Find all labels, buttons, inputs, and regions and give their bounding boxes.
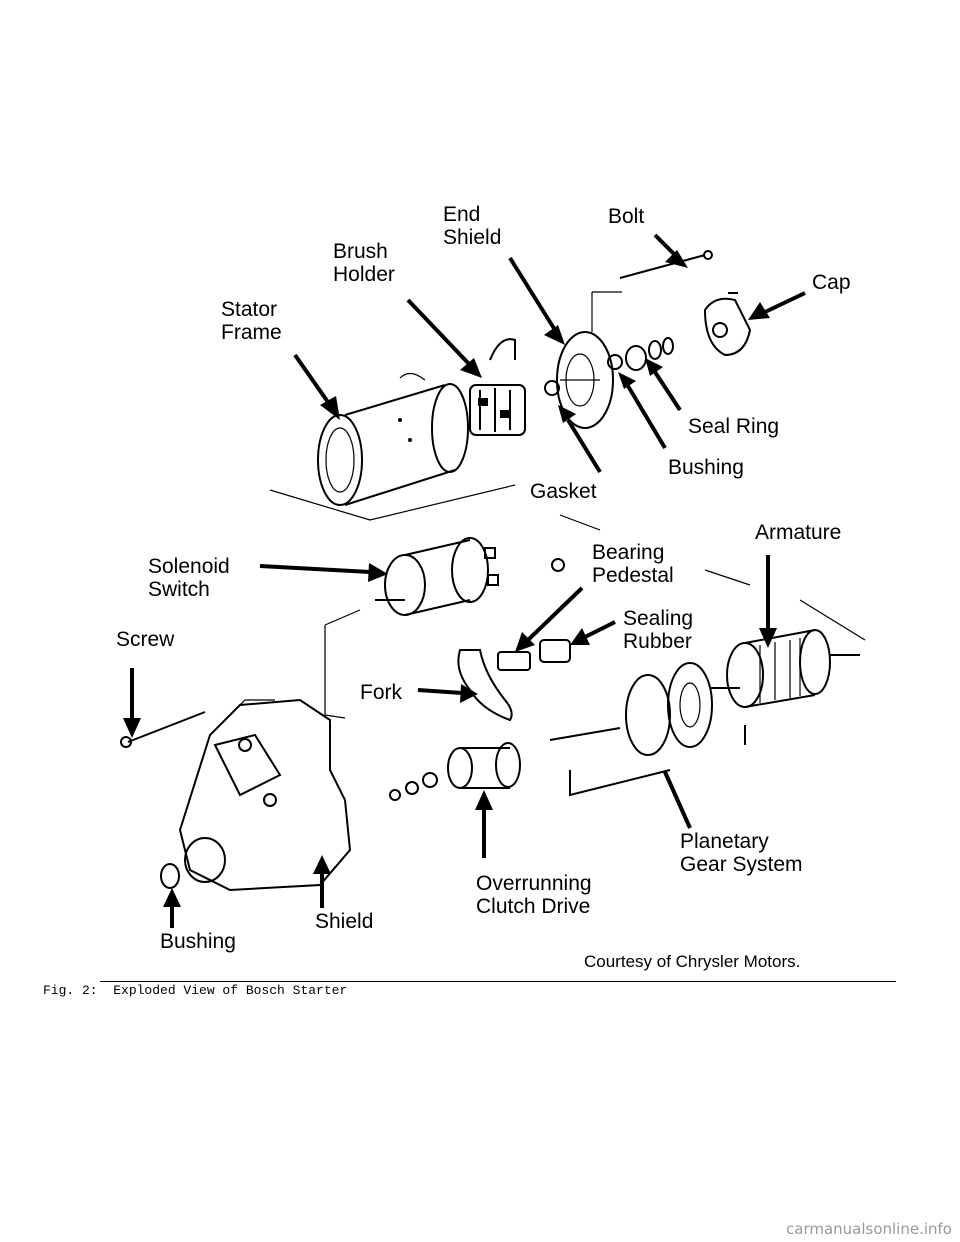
end-shield-part [544,331,614,429]
bushing-bottom-part [160,863,180,889]
bolt-part [591,250,713,332]
solenoid-switch-label: Solenoid Switch [148,555,230,601]
overrunning-clutch-drive-label: Overrunning Clutch Drive [476,872,592,918]
planetary-gear-system-label: Planetary Gear System [680,830,803,876]
seal-ring-bushing-part [607,337,674,371]
bearing-pedestal-part [497,558,565,671]
solenoid-switch-part [375,537,499,616]
armature-label: Armature [755,521,842,544]
upper-tray-line [269,484,516,521]
stator-frame-label: Stator Frame [221,298,282,344]
cap-label: Cap [812,271,851,294]
bushing-bottom-label: Bushing [160,930,236,953]
courtesy-credit: Courtesy of Chrysler Motors. [584,952,801,971]
fork-part [457,649,513,722]
planetary-gear-part [549,662,746,797]
middle-tray-line [559,514,866,641]
cap-part [703,292,752,357]
housing-part [178,698,352,892]
overrunning-clutch-part [389,742,521,801]
solenoid-guide-line [324,609,361,719]
bushing-top-label: Bushing [668,456,744,479]
caption-rule [100,981,896,982]
screw-part [120,711,206,748]
sealing-rubber-label: Sealing Rubber [623,607,694,653]
screw-label: Screw [116,628,175,651]
armature-part [710,629,860,708]
fork-label: Fork [360,681,402,704]
figure-caption: Fig. 2: Exploded View of Bosch Starter [43,983,348,998]
seal-ring-label: Seal Ring [688,415,780,438]
bearing-pedestal-label: Bearing Pedestal [592,541,674,587]
end-shield-label: End Shield [443,203,502,249]
brush-holder-label: Brush Holder [333,240,395,286]
shield-label: Shield [315,910,374,933]
watermark: carmanualsonline.info [786,1220,952,1238]
sealing-rubber-part [539,639,571,663]
brush-holder-part [469,338,526,436]
bolt-label: Bolt [608,205,645,228]
leader-arrows [123,233,806,928]
stator-frame-part [317,372,469,506]
gasket-label: Gasket [530,480,597,503]
